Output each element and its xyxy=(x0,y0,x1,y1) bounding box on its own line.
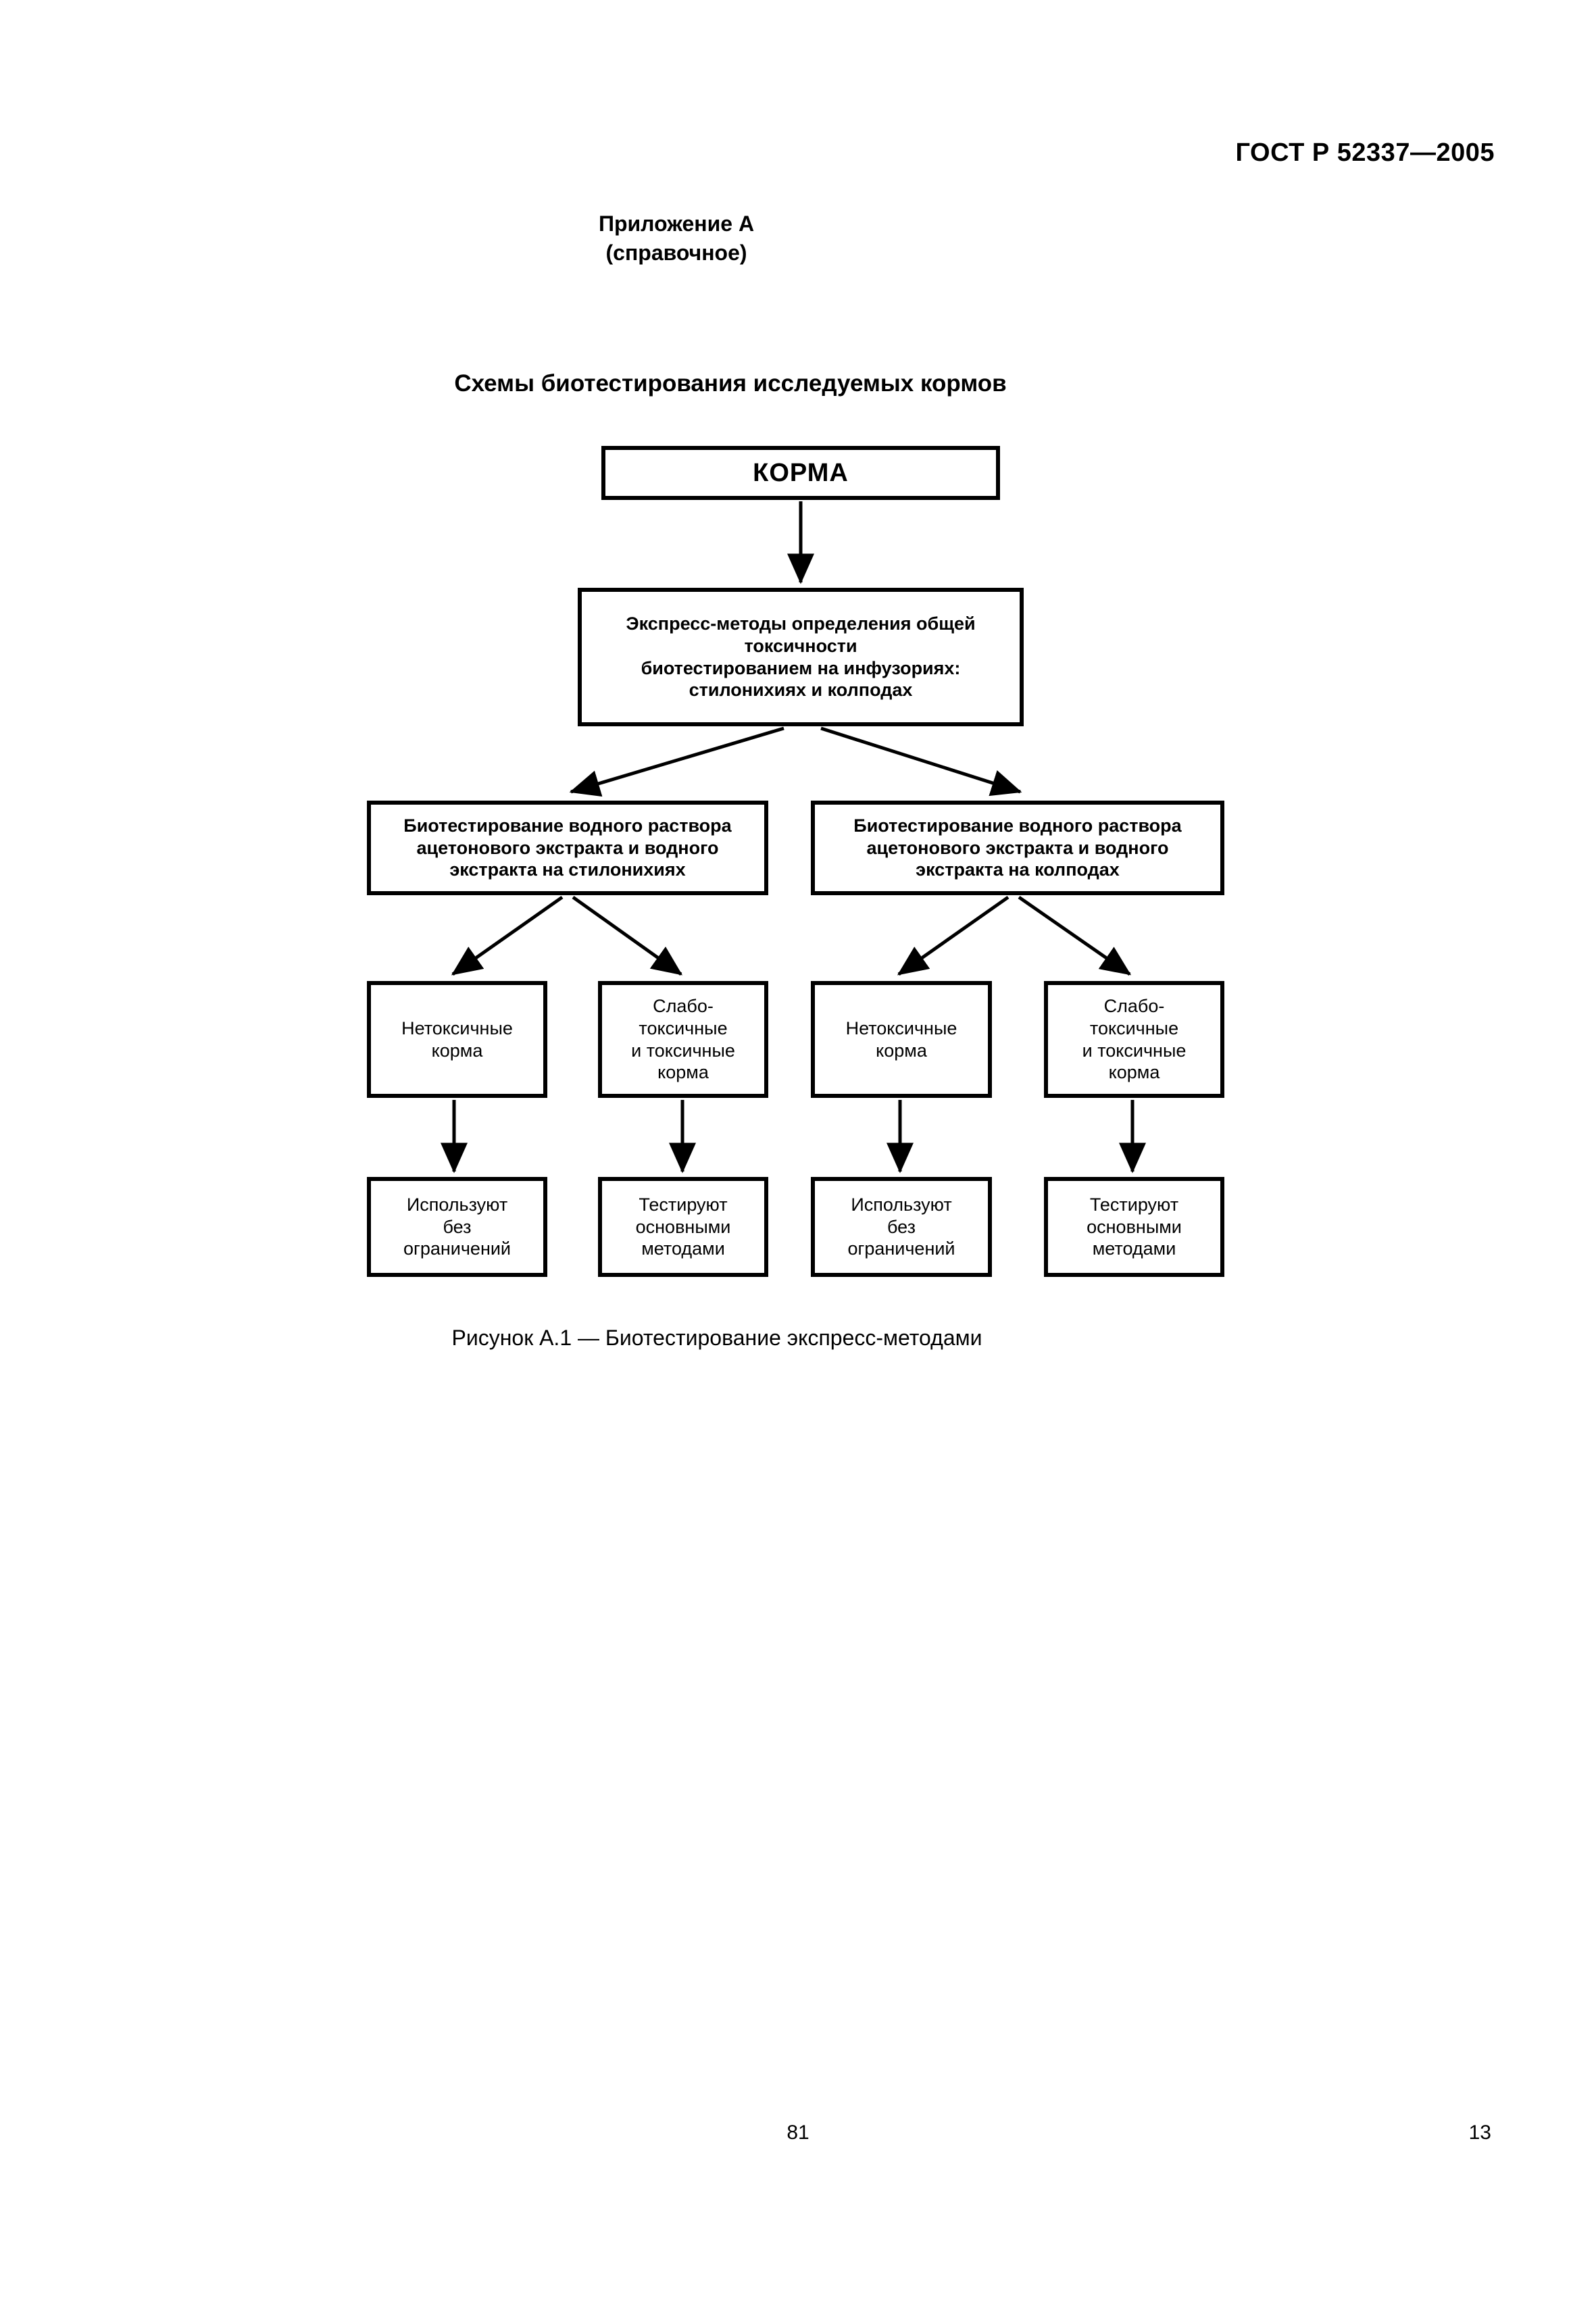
edge-express-l3right xyxy=(820,726,1022,797)
edge-l3left-l4a xyxy=(451,895,564,976)
footer-page-number-right: 13 xyxy=(1468,2121,1491,2144)
annex-title: Приложение А xyxy=(598,211,755,236)
node-korma-label: КОРМА xyxy=(753,458,849,487)
edge-l3left-l4b xyxy=(572,895,683,976)
footer-page-number-center: 81 xyxy=(787,2121,809,2144)
figure-caption: Рисунок А.1 — Биотестирование экспресс-м… xyxy=(451,1326,982,1350)
page-title: Схемы биотестирования исследуемых кормов xyxy=(454,370,1007,397)
standard-number-header: ГОСТ Р 52337—2005 xyxy=(1235,139,1495,167)
annex-heading: Приложение А (справочное) xyxy=(0,209,1474,268)
node-korma: КОРМА xyxy=(601,446,1000,500)
edge-l3right-l4c xyxy=(897,895,1009,976)
annex-subtitle: (справочное) xyxy=(605,241,747,266)
edge-l3right-l4d xyxy=(1018,895,1132,976)
edge-express-l3left xyxy=(569,726,784,797)
